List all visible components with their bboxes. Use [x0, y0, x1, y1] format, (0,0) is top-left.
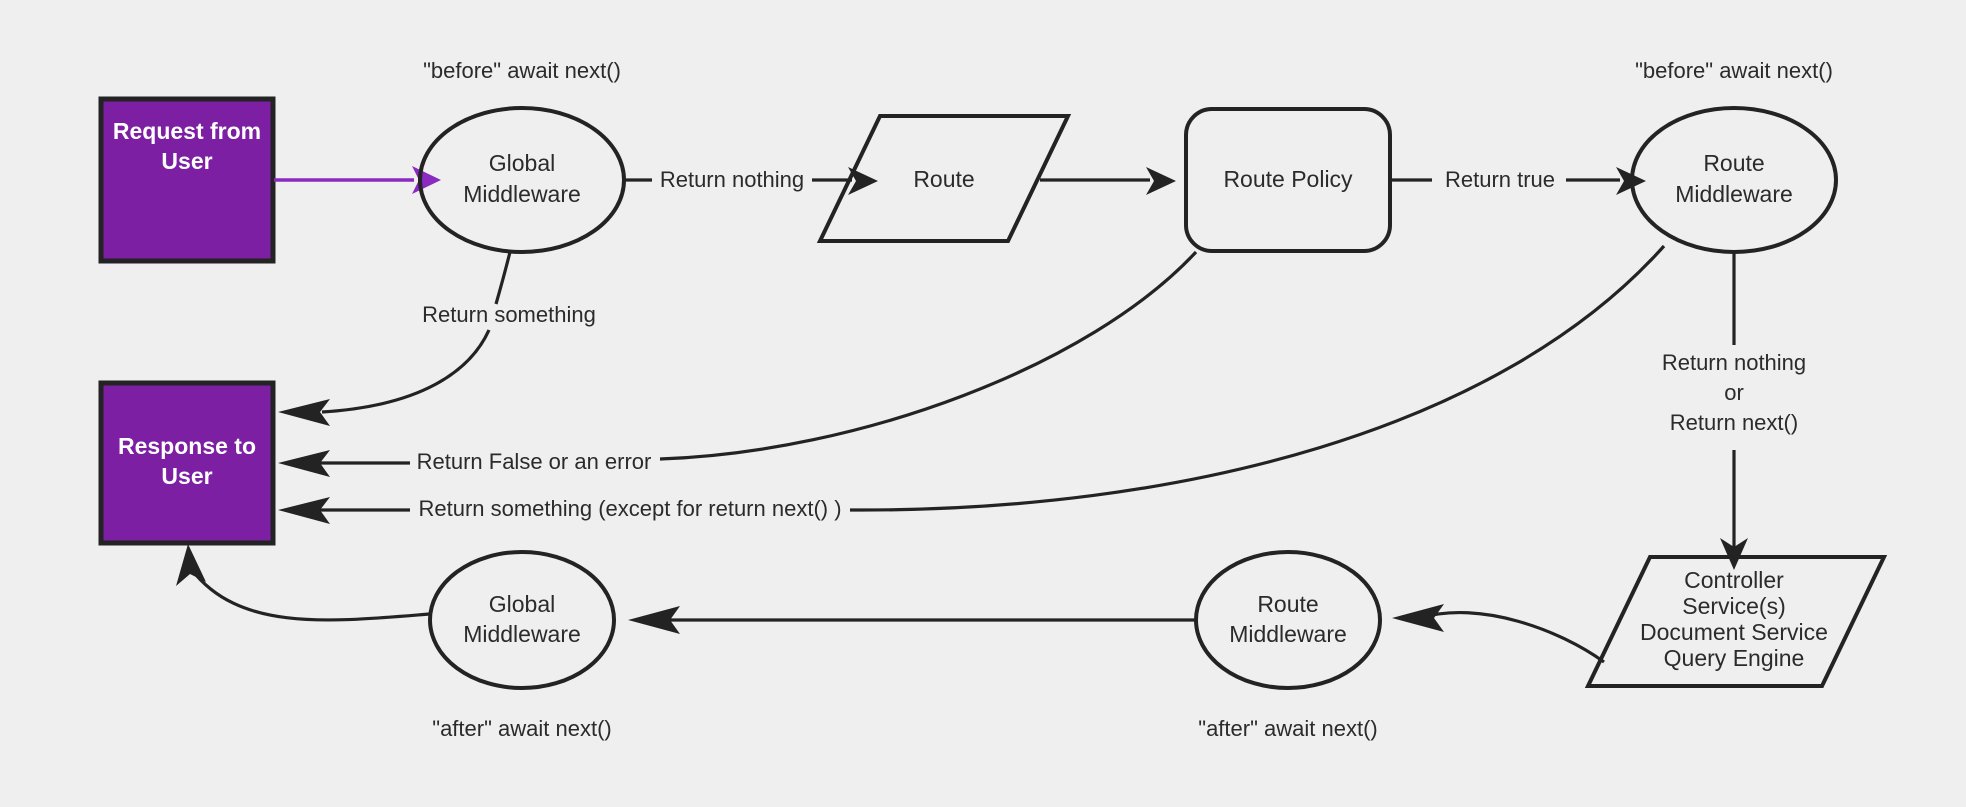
route-middleware-top-label-line1: Route	[1703, 150, 1764, 176]
edge-route-middleware-to-global-middleware-bottom	[628, 606, 1196, 634]
edge-label-route-mw-down-line1: Return nothing	[1662, 350, 1806, 375]
edge-label-return-something-global: Return something	[422, 302, 596, 327]
return-nothing-arrow-head	[848, 167, 878, 195]
response-box-shape	[98, 380, 276, 546]
edge-route-middleware-to-controller: Return nothing or Return next()	[1662, 252, 1806, 570]
edge-label-route-mw-down-line2: or	[1724, 380, 1744, 405]
node-response-to-user[interactable]: Response to User	[98, 380, 276, 546]
edge-route-policy-to-response: Return False or an error	[278, 250, 1198, 477]
return-something-except-arrow-head	[278, 497, 330, 524]
node-route-middleware-bottom[interactable]: Route Middleware "after" await next()	[1194, 550, 1382, 741]
global-middleware-bottom-label-line1: Global	[489, 591, 555, 617]
edge-route-policy-to-route-middleware: Return true	[1390, 167, 1646, 195]
edge-global-middleware-to-route: Return nothing	[624, 167, 878, 195]
route-middleware-bottom-label-line2: Middleware	[1229, 621, 1347, 647]
return-something-line-upper	[494, 251, 512, 305]
annotation-after-global-middleware: "after" await next()	[432, 716, 611, 741]
return-something-arrow-head	[278, 399, 330, 426]
node-global-middleware-bottom[interactable]: Global Middleware "after" await next()	[428, 550, 616, 741]
route-label: Route	[913, 166, 974, 192]
return-false-arrow-head	[278, 450, 330, 477]
edge-label-return-false-or-error: Return False or an error	[417, 449, 652, 474]
edge-global-middleware-bottom-to-response	[176, 544, 431, 622]
edge-label-return-true: Return true	[1445, 167, 1555, 192]
annotation-before-global-middleware: "before" await next()	[423, 58, 621, 83]
route-to-policy-arrow-head	[1146, 167, 1176, 195]
return-something-line-lower	[321, 329, 491, 414]
global-middleware-top-label-line1: Global	[489, 150, 555, 176]
route-mw-to-global-mw-arrow-head	[628, 606, 680, 634]
route-shape	[816, 114, 1072, 243]
controller-label-line1: Controller	[1684, 567, 1784, 593]
edge-label-route-mw-down-line3: Return next()	[1670, 410, 1798, 435]
route-mw-down-arrow-head	[1720, 538, 1748, 570]
global-middleware-bottom-shape	[428, 550, 616, 690]
global-mw-to-response-arrow-head	[176, 544, 206, 586]
node-route-policy[interactable]: Route Policy	[1184, 107, 1392, 253]
node-request-from-user[interactable]: Request from User	[98, 96, 276, 264]
return-something-except-line-right	[849, 244, 1666, 512]
edge-route-to-route-policy	[1040, 167, 1176, 195]
controller-to-route-mw-arrow-head	[1392, 604, 1444, 632]
request-label-line2: User	[161, 148, 212, 174]
edge-global-middleware-to-response: Return something	[278, 251, 596, 426]
route-middleware-bottom-label-line1: Route	[1257, 591, 1318, 617]
edge-label-return-nothing: Return nothing	[660, 167, 804, 192]
global-mw-to-response-line	[190, 569, 431, 622]
controller-shape	[1584, 555, 1888, 688]
annotation-after-route-middleware: "after" await next()	[1198, 716, 1377, 741]
global-middleware-top-label-line2: Middleware	[463, 181, 581, 207]
edge-label-return-something-except-next: Return something (except for return next…	[418, 496, 841, 521]
controller-label-line2: Service(s)	[1682, 593, 1786, 619]
request-box-shape	[98, 96, 276, 264]
controller-label-line4: Query Engine	[1664, 645, 1805, 671]
return-false-line-right	[659, 250, 1198, 461]
edge-controller-to-route-middleware-bottom	[1392, 604, 1605, 664]
controller-to-route-mw-line	[1419, 610, 1605, 664]
node-controller-services[interactable]: Controller Service(s) Document Service Q…	[1584, 555, 1888, 688]
request-label-line1: Request from	[113, 118, 261, 144]
response-label-line2: User	[161, 463, 212, 489]
route-policy-label: Route Policy	[1223, 166, 1353, 192]
route-middleware-top-label-line2: Middleware	[1675, 181, 1793, 207]
node-route[interactable]: Route	[816, 114, 1072, 243]
edge-route-middleware-to-response: Return something (except for return next…	[278, 244, 1666, 524]
global-middleware-bottom-label-line2: Middleware	[463, 621, 581, 647]
response-label-line1: Response to	[118, 433, 256, 459]
annotation-before-route-middleware: "before" await next()	[1635, 58, 1833, 83]
controller-label-line3: Document Service	[1640, 619, 1828, 645]
